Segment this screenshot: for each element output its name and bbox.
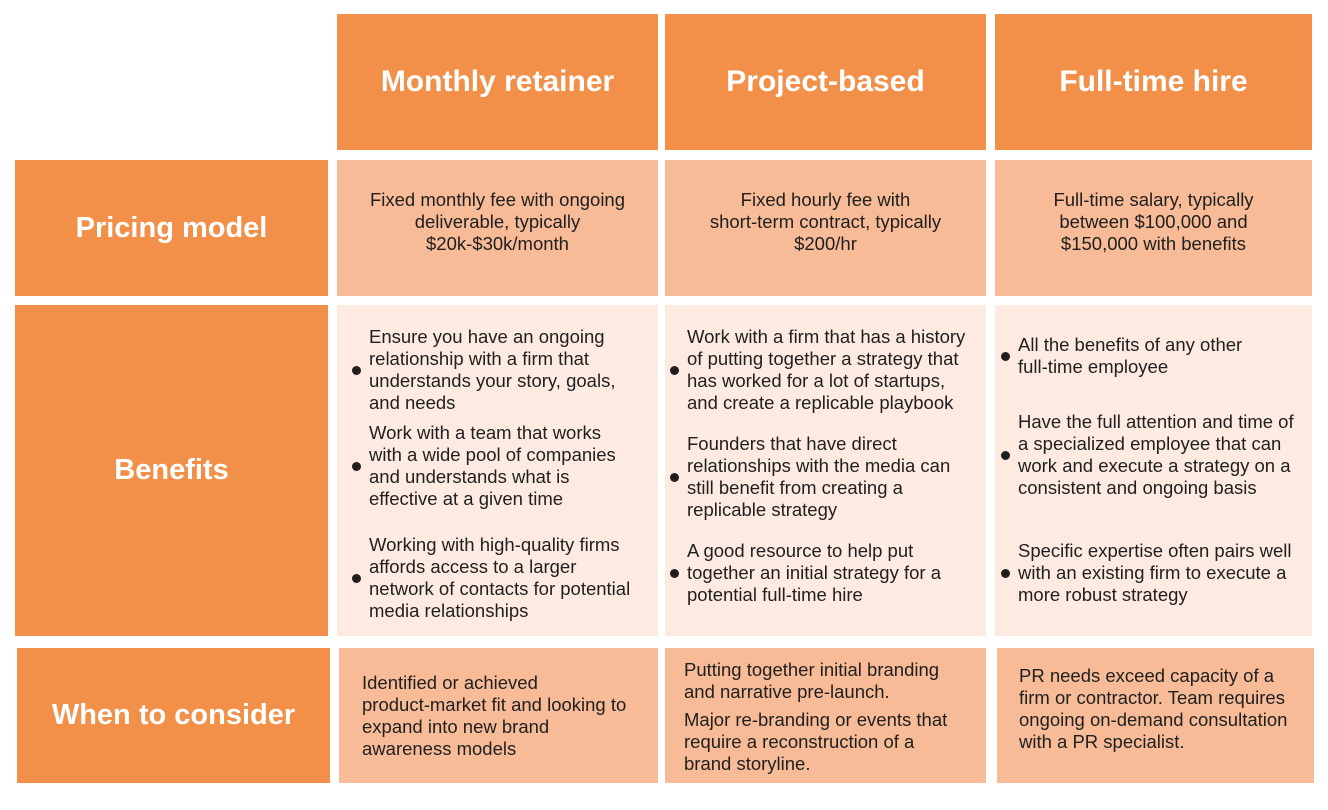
when-text: Putting together initial branding and na… [684,659,940,702]
benefit-list-item: Founders that have direct relationships … [670,433,950,521]
when-cell-monthly-retainer: Identified or achieved product-market fi… [339,648,658,783]
benefit-text: Work with a firm that has a history of p… [687,326,966,413]
bullet-icon [1001,450,1010,460]
benefits-cell-monthly-retainer: Ensure you have an ongoing relationship … [337,305,658,636]
row-header-label: Pricing model [75,211,268,244]
benefits-cell-full-time-hire: All the benefits of any other full-time … [995,305,1312,636]
pricing-cell-full-time-hire: Full-time salary, typically between $100… [995,160,1312,296]
when-cell-full-time-hire: PR needs exceed capacity of a firm or co… [997,648,1314,783]
benefit-list-item: All the benefits of any other full-time … [1001,334,1242,378]
when-text: PR needs exceed capacity of a firm or co… [1019,665,1288,752]
pricing-text: Full-time salary, typically between $100… [1053,189,1254,254]
benefit-text: Specific expertise often pairs well with… [1018,540,1292,605]
benefit-text: Have the full attention and time of a sp… [1018,411,1294,498]
benefit-text: Work with a team that works with a wide … [369,422,616,509]
benefit-list-item: A good resource to help put together an … [670,540,941,606]
bullet-icon [352,461,361,471]
pricing-cell-project-based: Fixed hourly fee with short-term contrac… [665,160,986,296]
benefit-list-item: Ensure you have an ongoing relationship … [352,326,615,414]
when-cell-project-based: Putting together initial branding and na… [665,648,986,783]
bullet-icon [670,365,679,375]
column-header-label: Full-time hire [1059,65,1248,98]
pricing-text: Fixed monthly fee with ongoing deliverab… [369,189,626,254]
benefit-text: All the benefits of any other full-time … [1018,334,1243,377]
benefit-list-item: Work with a firm that has a history of p… [670,326,965,414]
benefit-list-item: Working with high-quality firms affords … [352,534,630,622]
when-text: Identified or achieved product-market fi… [362,672,627,759]
column-header-full-time-hire: Full-time hire [995,14,1312,150]
when-text: Major re-branding or events that require… [684,709,948,774]
pricing-text: Fixed hourly fee with short-term contrac… [709,189,942,254]
bullet-icon [1001,351,1010,361]
benefit-list-item: Work with a team that works with a wide … [352,422,616,510]
benefit-text: A good resource to help put together an … [687,540,942,605]
row-header-when-to-consider: When to consider [17,648,330,783]
benefit-list-item: Specific expertise often pairs well with… [1001,540,1292,606]
bullet-icon [352,573,361,583]
pricing-cell-monthly-retainer: Fixed monthly fee with ongoing deliverab… [337,160,658,296]
benefit-text: Founders that have direct relationships … [687,433,951,520]
row-header-label: When to consider [51,699,296,731]
bullet-icon [352,365,361,375]
column-header-monthly-retainer: Monthly retainer [337,14,658,150]
benefit-text: Ensure you have an ongoing relationship … [369,326,616,413]
row-header-label: Benefits [114,454,229,486]
bullet-icon [670,472,679,482]
benefit-list-item: Have the full attention and time of a sp… [1001,411,1294,499]
benefit-text: Working with high-quality firms affords … [369,534,631,621]
row-header-benefits: Benefits [15,305,328,636]
row-header-pricing-model: Pricing model [15,160,328,296]
column-header-label: Project-based [726,65,925,98]
column-header-label: Monthly retainer [380,65,615,98]
bullet-icon [670,568,679,578]
benefits-cell-project-based: Work with a firm that has a history of p… [665,305,986,636]
column-header-project-based: Project-based [665,14,986,150]
bullet-icon [1001,568,1010,578]
